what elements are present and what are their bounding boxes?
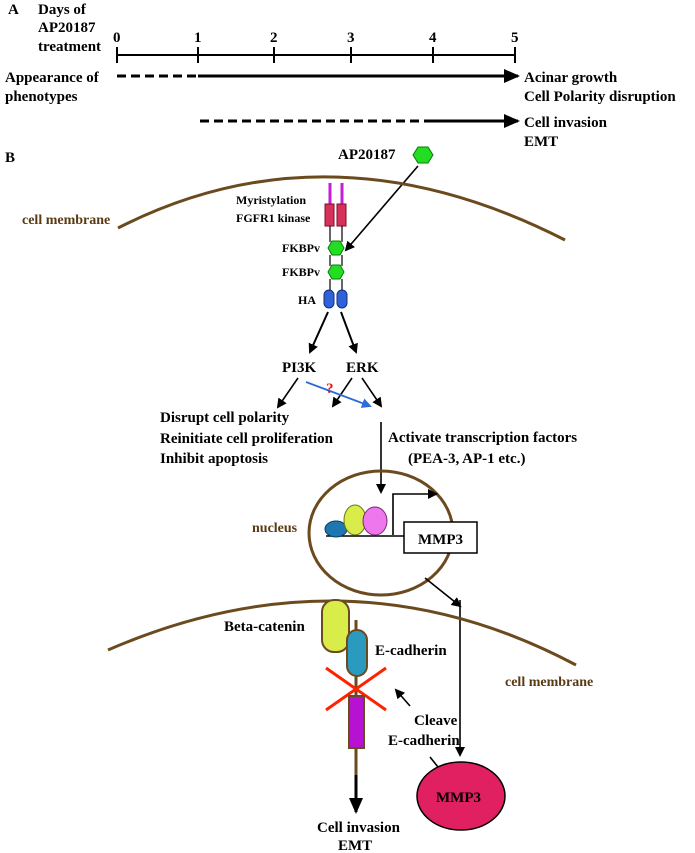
transcription-start-arrow <box>392 489 438 535</box>
cleavage-cross-line2 <box>325 666 387 712</box>
outcome1-line1: Acinar growth <box>524 70 618 86</box>
erk-to-effects-arrow <box>331 377 353 408</box>
fkbpv2-label: FKBPv <box>282 265 320 279</box>
effects-line3: Inhibit apoptosis <box>160 451 268 467</box>
effects-line2: Reinitiate cell proliferation <box>160 431 334 447</box>
receptor-to-pi3k-arrow <box>308 311 329 354</box>
final-line2: EMT <box>338 838 372 853</box>
nucleus-label: nucleus <box>252 521 298 536</box>
panel-b: B AP20187 cell membrane Myristylation FG… <box>5 146 593 853</box>
myristylation-label: Myristylation <box>236 193 306 207</box>
extracellular-cadherin-fragment <box>348 695 365 749</box>
fgfr1-kinase-label: FGFR1 kinase <box>236 211 311 225</box>
fkbpv1-hexagon-icon <box>327 240 345 256</box>
pi3k-erk-crosstalk-arrow <box>305 381 372 408</box>
fgfr1-kinase-left <box>324 203 335 227</box>
tick-label-5: 5 <box>511 30 519 46</box>
ha-label: HA <box>298 293 316 307</box>
days-title-line3: treatment <box>38 39 101 55</box>
beta-catenin-shape <box>321 599 350 653</box>
tick-label-0: 0 <box>113 30 121 46</box>
panel-a-label: A <box>8 2 19 18</box>
ha-tag-left <box>323 289 335 309</box>
fgfr1-kinase-right <box>336 203 347 227</box>
receptor-to-erk-arrow <box>340 311 358 354</box>
top-cell-membrane <box>117 175 566 242</box>
tick-label-3: 3 <box>347 30 355 46</box>
phenotype-label-line2: phenotypes <box>5 89 78 105</box>
outcome2-line2: EMT <box>524 134 558 150</box>
ligand-hexagon-icon <box>412 146 434 164</box>
cleave-line2: E-cadherin <box>388 733 460 749</box>
pi3k-label: PI3K <box>282 360 317 376</box>
e-cadherin-label: E-cadherin <box>375 643 447 659</box>
mmp3-gene-label: MMP3 <box>418 532 463 548</box>
final-line1: Cell invasion <box>317 820 401 836</box>
erk-to-tf-arrow <box>361 377 383 408</box>
mmp3-gene-box <box>403 521 478 554</box>
cleave-line1: Cleave <box>414 713 458 729</box>
ha-tag-right <box>336 289 348 309</box>
bottom-membrane-label: cell membrane <box>505 675 593 690</box>
phenotype-label-line1: Appearance of <box>5 70 100 86</box>
cleave-arrow <box>394 688 411 707</box>
erk-label: ERK <box>346 360 379 376</box>
top-membrane-label: cell membrane <box>22 213 110 228</box>
timeline-ticks <box>116 47 516 63</box>
effects-line1: Disrupt cell polarity <box>160 410 290 426</box>
days-title-line2: AP20187 <box>38 20 96 36</box>
days-title-line1: Days of <box>38 2 87 18</box>
e-cadherin-shape <box>346 629 368 677</box>
panel-a: A Days of AP20187 treatment 0 1 2 3 4 5 … <box>5 2 676 150</box>
tf-line2: (PEA-3, AP-1 etc.) <box>408 451 525 467</box>
ligand-label: AP20187 <box>338 147 396 163</box>
pi3k-to-effects-arrow <box>276 377 299 409</box>
tick-label-2: 2 <box>270 30 278 46</box>
ifgfr1-receptor-dimer <box>323 183 348 309</box>
mmp3-protein-label: MMP3 <box>436 790 481 806</box>
fkbpv2-hexagon-icon <box>327 264 345 280</box>
tick-label-4: 4 <box>429 30 437 46</box>
panel-b-label: B <box>5 150 15 166</box>
transcription-factor-teal <box>324 520 348 538</box>
fkbpv1-label: FKBPv <box>282 241 320 255</box>
tick-label-1: 1 <box>194 30 202 46</box>
bottom-cell-membrane <box>107 599 577 667</box>
outcome2-line1: Cell invasion <box>524 115 608 131</box>
tf-line1: Activate transcription factors <box>388 430 577 446</box>
mmp3-protein-ellipse <box>416 761 506 831</box>
transcription-factor-pink <box>362 506 388 536</box>
beta-catenin-label: Beta-catenin <box>224 619 305 635</box>
nucleus-export-arrow <box>424 577 462 608</box>
crosstalk-question-mark: ? <box>326 381 334 397</box>
outcome1-line2: Cell Polarity disruption <box>524 89 676 105</box>
ligand-binding-arrow <box>344 165 419 252</box>
